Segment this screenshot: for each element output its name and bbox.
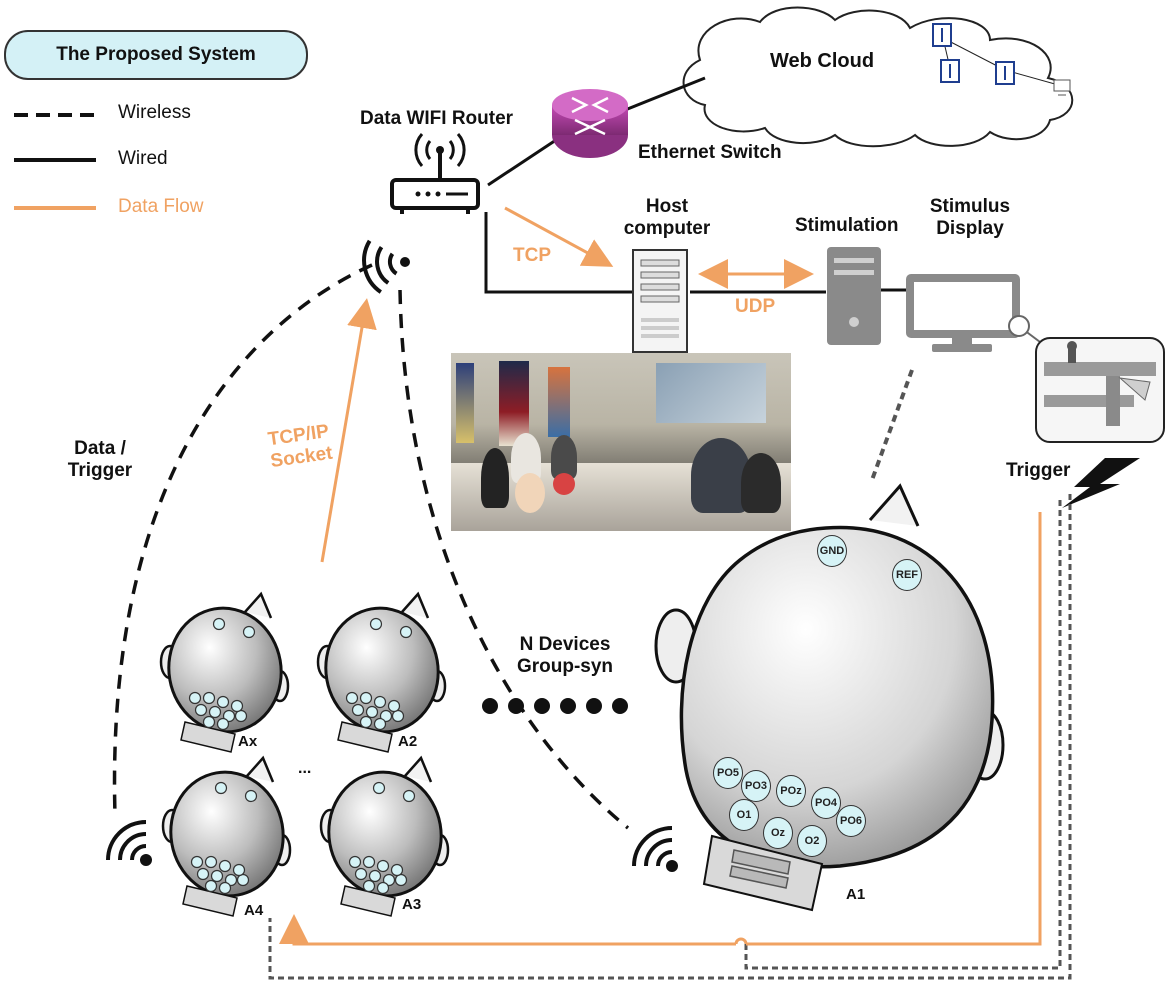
- host-label: Host computer: [623, 196, 711, 239]
- lab-photo: [451, 353, 791, 531]
- eeg-headset-a3: [319, 755, 450, 917]
- wifi-signal-icon-a1: [632, 826, 678, 872]
- stimulation-computer-icon: [827, 247, 881, 345]
- cloud-label: Web Cloud: [770, 50, 875, 72]
- n-devices-label: N Devices Group-syn: [516, 634, 614, 677]
- device-label-a3: A3: [402, 896, 422, 913]
- electrode-gnd: GND: [817, 535, 847, 567]
- router-label: Data WIFI Router: [360, 108, 514, 129]
- legend-title: The Proposed System: [4, 30, 308, 80]
- web-cloud-icon: [682, 6, 1074, 148]
- electrode-o1: O1: [729, 799, 759, 831]
- trigger-label: Trigger: [1006, 460, 1071, 481]
- ethernet-switch-icon: [552, 89, 628, 158]
- device-chain-dots: [482, 698, 628, 714]
- stimulation-label: Stimulation: [795, 215, 899, 236]
- trigger-sensor-icon: [1035, 337, 1165, 443]
- device-label-a2: A2: [398, 733, 418, 750]
- legend-dataflow-label: Data Flow: [118, 196, 204, 217]
- eeg-headset-a4: [161, 755, 292, 917]
- trigger-bolt-icon: [1062, 458, 1140, 508]
- legend-wireless-label: Wireless: [118, 102, 191, 123]
- electrode-po6: PO6: [836, 805, 866, 837]
- device-label-ax: Ax: [238, 733, 258, 750]
- wifi-router-icon: [390, 133, 480, 214]
- electrode-po3: PO3: [741, 770, 771, 802]
- device-label-a1: A1: [846, 886, 866, 903]
- data-trigger-label: Data / Trigger: [67, 438, 133, 481]
- udp-label: UDP: [735, 296, 776, 317]
- electrode-ref: REF: [892, 559, 922, 591]
- eeg-headset-ax: [159, 591, 290, 753]
- tcp-label: TCP: [513, 245, 551, 266]
- device-label-a4: A4: [244, 902, 264, 919]
- wifi-signal-icon-left: [106, 820, 152, 866]
- electrode-o2: O2: [797, 825, 827, 857]
- display-label: Stimulus Display: [929, 196, 1011, 239]
- legend-wired-label: Wired: [118, 148, 168, 169]
- wifi-signal-icon-router: [362, 239, 410, 294]
- host-computer-icon: [632, 249, 688, 353]
- electrode-oz: Oz: [763, 817, 793, 849]
- stimulus-display-icon: [906, 274, 1020, 352]
- electrode-po4: PO4: [811, 787, 841, 819]
- electrode-po5: PO5: [713, 757, 743, 789]
- switch-label: Ethernet Switch: [638, 142, 782, 163]
- electrode-poz: POz: [776, 775, 806, 807]
- ellipsis-label: ...: [298, 760, 312, 777]
- eeg-headset-a2: [316, 591, 447, 753]
